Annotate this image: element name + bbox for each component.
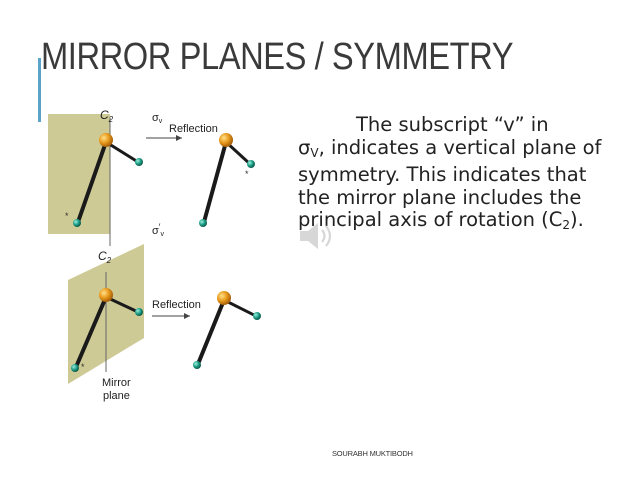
outer-atom-right-reflected-top (247, 160, 255, 168)
c2-label-top: C2 (100, 108, 114, 124)
body-line-1: The subscript “v” in (356, 113, 549, 136)
body-main-text: , indicates a vertical plane of symmetry… (298, 135, 602, 231)
top-panel: C2 * σv Reflection * (48, 108, 255, 246)
title-accent-bar (38, 58, 41, 122)
subscript-2: 2 (562, 218, 571, 232)
speaker-icon[interactable] (297, 218, 339, 254)
outer-atom-right-top (135, 158, 143, 166)
sigma-v-label: σv (152, 112, 163, 125)
sigma-symbol: σ (298, 135, 311, 159)
star-marker-top-left: * (65, 211, 69, 221)
slide-title: MIRROR PLANES / SYMMETRY (41, 36, 514, 78)
bond-left-reflected-bottom (196, 299, 226, 365)
c2-label-bottom: C2 (98, 249, 112, 265)
central-atom-reflected-top (219, 133, 233, 147)
outer-atom-left-bottom (71, 364, 79, 372)
body-text: The subscript “v” in σV, indicates a vert… (298, 113, 604, 237)
sigma-v-prime-label: σ′v (152, 222, 164, 238)
reflection-label-top: Reflection (169, 123, 218, 135)
vertical-mirror-plane (48, 114, 110, 234)
central-atom-bottom (99, 288, 113, 302)
central-atom-top (99, 133, 113, 147)
reflection-label-bottom: Reflection (152, 299, 201, 311)
bond-left-bottom (74, 296, 108, 368)
body-tail: ). (570, 208, 584, 231)
bond-left-top (76, 141, 108, 223)
bond-right-reflected-bottom (223, 298, 257, 318)
subscript-v: V (310, 145, 319, 160)
outer-atom-right-bottom (135, 308, 143, 316)
star-marker-top-right: * (245, 169, 249, 179)
mirror-plane-diagram: C2 * σv Reflection * C2 σ′v (48, 108, 261, 402)
star-marker-bottom: * (81, 362, 85, 372)
outer-atom-left-reflected-bottom (193, 361, 201, 369)
central-atom-reflected-bottom (217, 291, 231, 305)
outer-atom-left-reflected-top (199, 219, 207, 227)
outer-atom-left-top (73, 219, 81, 227)
footer-author: SOURABH MUKTIBODH (332, 449, 413, 458)
outer-atom-right-reflected-bottom (253, 312, 261, 320)
bond-left-reflected-top (202, 141, 228, 223)
bond-right-top (105, 140, 139, 164)
